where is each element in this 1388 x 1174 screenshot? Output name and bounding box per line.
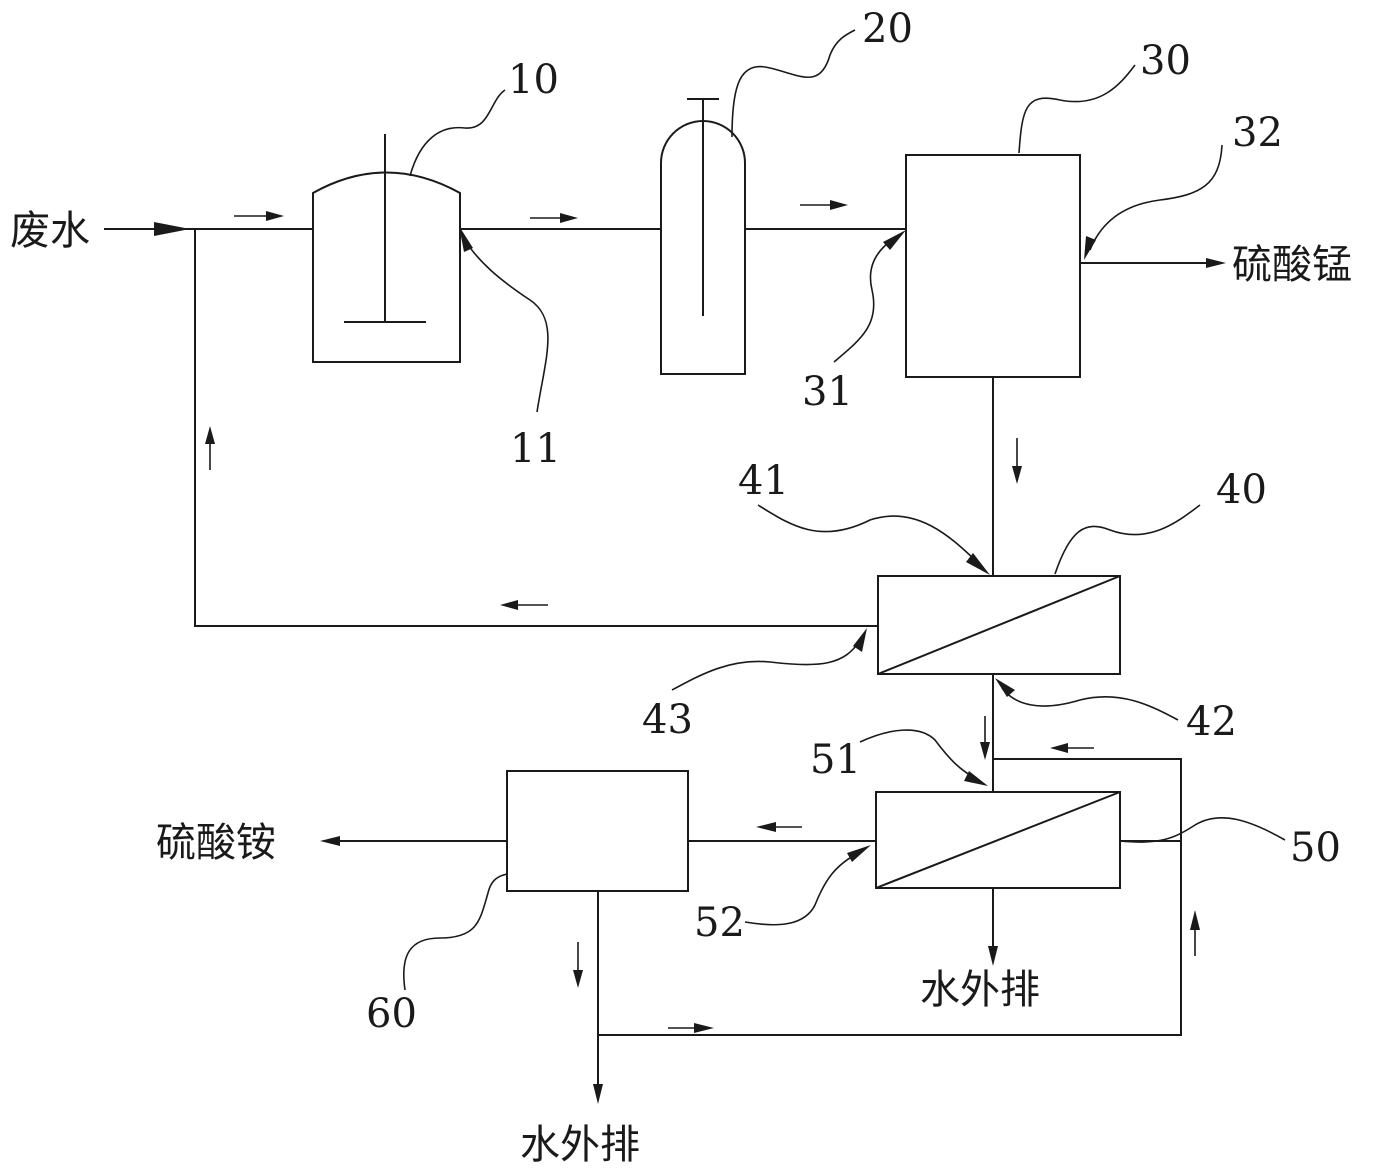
leader-51	[859, 729, 979, 781]
leader-42-arrowhead	[995, 678, 1015, 697]
leader-10	[409, 89, 506, 177]
leader-51-arrowhead	[964, 771, 988, 786]
wastewater-in-label: 废水	[10, 208, 90, 254]
leader-11-arrowhead	[459, 226, 473, 252]
ref-43: 43	[642, 697, 693, 743]
leader-11	[461, 235, 549, 413]
recycle-pipe-60	[598, 758, 1182, 1036]
leader-60	[403, 873, 508, 991]
leader-30	[1018, 64, 1136, 154]
membrane-diagonal	[877, 575, 1121, 675]
leader-40	[1054, 504, 1201, 575]
leader-41-arrowhead	[966, 553, 990, 575]
discharge-60-arrowhead	[593, 1084, 603, 1104]
discharge-50-arrowhead	[988, 946, 998, 966]
flow-arrow	[205, 426, 215, 470]
leader-52-arrowhead	[847, 845, 871, 862]
ref-32: 32	[1232, 110, 1283, 156]
membrane-unit-50	[875, 791, 1121, 889]
unit-60	[506, 770, 689, 892]
flow-arrow	[800, 200, 848, 210]
inlet-arrowhead	[154, 222, 190, 236]
ref-52: 52	[694, 900, 745, 946]
ref-20: 20	[862, 6, 913, 52]
ammonium-out-arrowhead	[320, 836, 340, 846]
leader-52	[744, 851, 861, 926]
flow-arrow	[980, 716, 990, 760]
flow-arrow	[234, 211, 284, 221]
ref-31: 31	[802, 369, 853, 415]
leader-lines	[403, 29, 1286, 991]
flow-arrow	[530, 213, 578, 223]
ref-60: 60	[366, 991, 417, 1037]
flow-arrow	[500, 600, 548, 610]
flow-arrows	[154, 200, 1226, 1104]
reaction-tank-10	[312, 134, 461, 363]
ref-30: 30	[1140, 38, 1191, 84]
leader-42	[1001, 687, 1179, 721]
membrane-diagonal	[875, 791, 1121, 889]
flow-arrow	[573, 942, 583, 988]
vessel-20	[660, 98, 746, 375]
membrane-unit-40	[877, 575, 1121, 675]
ref-42: 42	[1186, 699, 1237, 745]
leader-43-arrowhead	[853, 628, 867, 652]
water-discharge-60-label: 水外排	[520, 1122, 640, 1168]
ref-41: 41	[738, 458, 789, 504]
unit-30	[905, 154, 1081, 378]
leader-31-arrowhead	[883, 230, 906, 250]
ref-10: 10	[508, 57, 559, 103]
flow-arrow	[668, 1023, 714, 1033]
water-discharge-50-label: 水外排	[920, 967, 1040, 1013]
ref-40: 40	[1216, 467, 1267, 513]
flow-arrow	[1012, 438, 1022, 484]
flow-arrow	[1050, 743, 1094, 753]
leader-31	[833, 235, 899, 363]
manganese-out-arrowhead	[1206, 258, 1226, 268]
leader-50	[1119, 817, 1286, 843]
ref-51: 51	[810, 737, 861, 783]
leader-20	[731, 29, 856, 138]
flow-arrow	[756, 822, 802, 832]
manganese-sulfate-label: 硫酸锰	[1232, 242, 1352, 288]
recycle-pipe-43	[194, 229, 878, 627]
labels: 废水 硫酸锰 硫酸铵 水外排 水外排 10 11 20 30 31 32 40 …	[10, 6, 1352, 1168]
leader-41	[757, 504, 981, 566]
ref-50: 50	[1290, 825, 1341, 871]
leader-32-arrowhead	[1084, 236, 1096, 260]
leader-43	[671, 639, 861, 691]
ref-11: 11	[510, 426, 561, 472]
leader-32	[1089, 144, 1223, 251]
flow-arrow	[1190, 910, 1200, 956]
ammonium-sulfate-label: 硫酸铵	[156, 820, 276, 866]
